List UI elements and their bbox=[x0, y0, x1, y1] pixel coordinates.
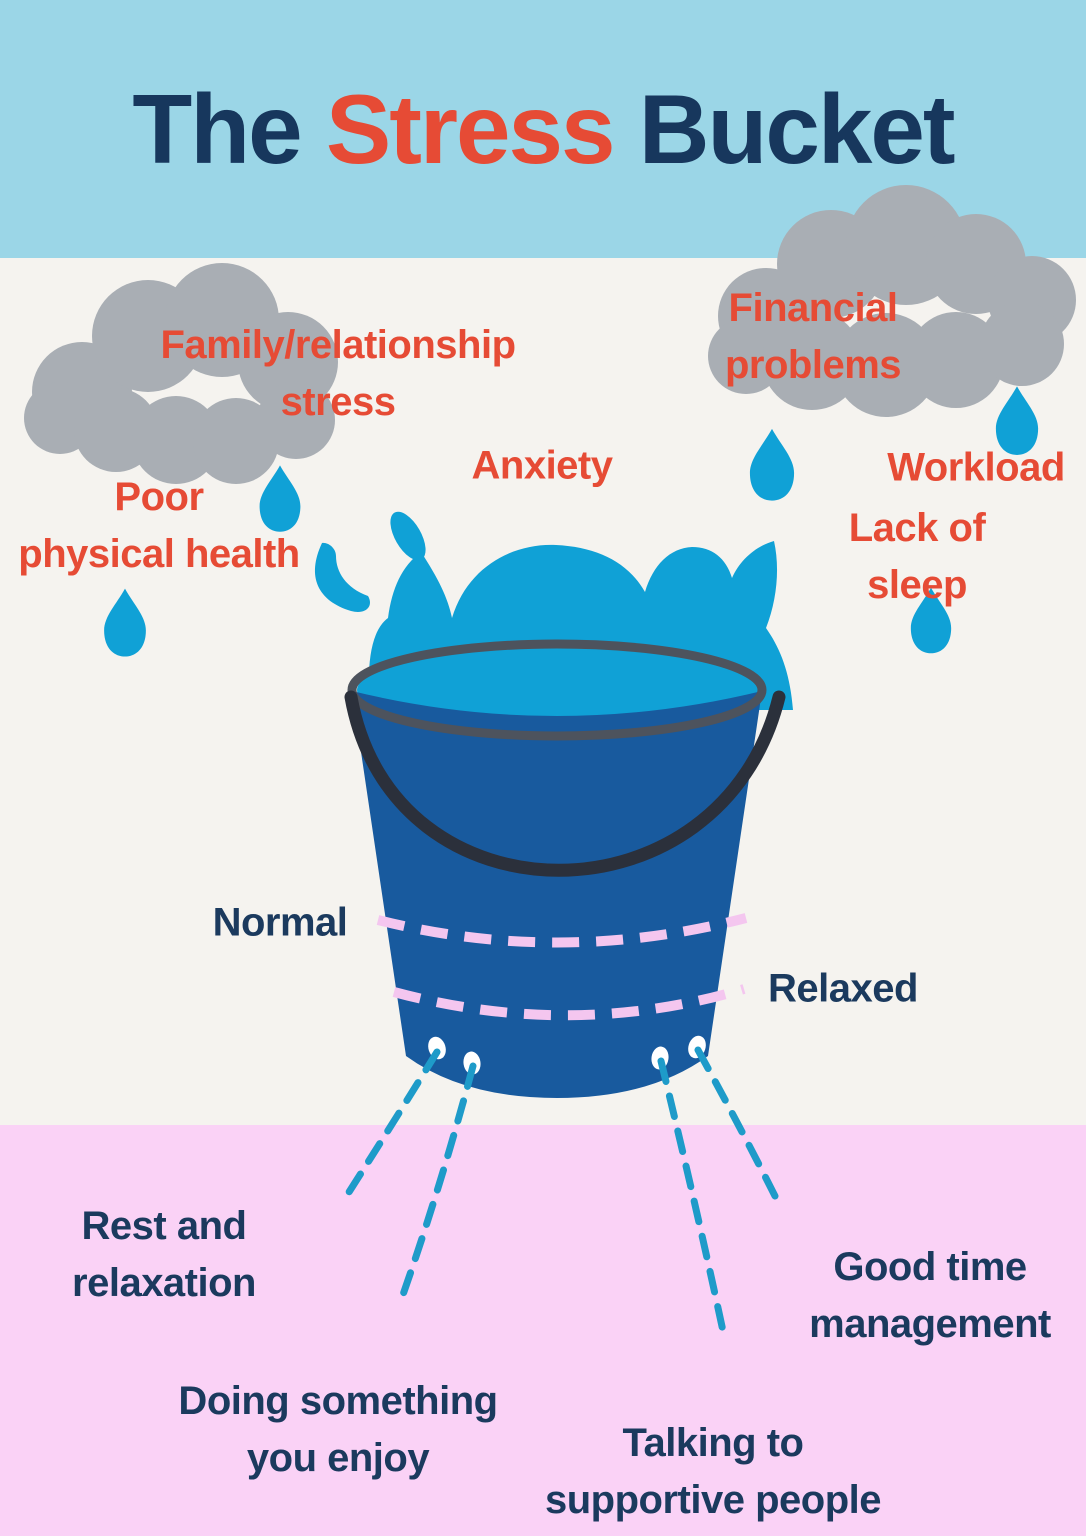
title-word-stress: Stress bbox=[325, 73, 616, 184]
title-word-bucket: Bucket bbox=[638, 73, 956, 184]
footer-band bbox=[0, 1125, 1086, 1536]
header-band: The Stress Bucket bbox=[0, 0, 1086, 258]
title-word-the: The bbox=[132, 73, 302, 184]
page-title: The Stress Bucket bbox=[132, 73, 956, 186]
middle-band bbox=[0, 258, 1086, 1125]
